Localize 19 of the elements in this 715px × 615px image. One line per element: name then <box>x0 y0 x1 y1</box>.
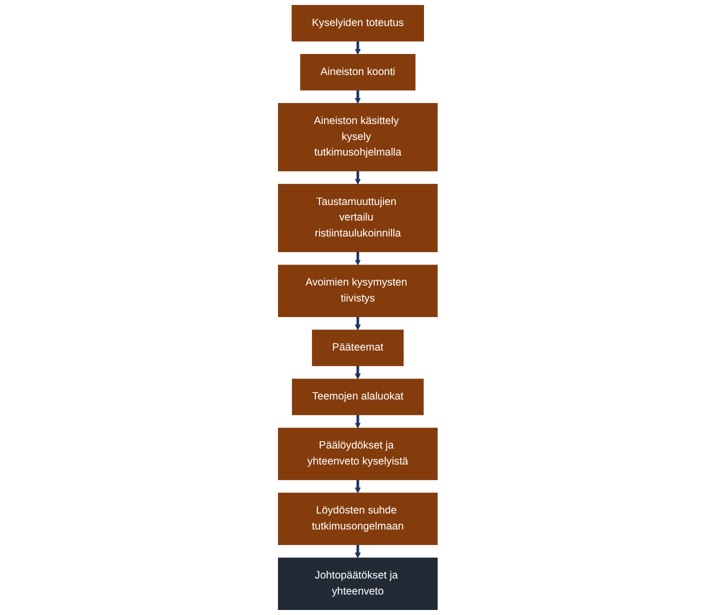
node-box: Johtopäätökset ja yhteenveto <box>278 558 438 610</box>
arrow <box>354 366 360 380</box>
arrow <box>354 316 360 330</box>
node-box: Avoimien kysymysten tiivistys <box>278 264 438 318</box>
arrow <box>354 252 360 266</box>
arrow <box>354 90 360 104</box>
arrow <box>354 544 360 558</box>
node-box: Pääteemat <box>312 330 404 366</box>
arrow <box>354 480 360 494</box>
node-box: Kyselyiden toteutus <box>291 5 424 42</box>
node-box: Teemojen alaluokat <box>292 378 424 416</box>
arrow <box>354 170 360 185</box>
node-box: Taustamuuttujien vertailu ristiintaulukoinnilla <box>278 184 438 252</box>
node-box: Aineiston koonti <box>300 54 416 90</box>
node-box: Aineiston käsittely kysely tutkimusohjelmalla <box>278 103 438 172</box>
arrow <box>354 40 360 55</box>
arrow <box>354 414 360 428</box>
node-box: Päälöydökset ja yhteenveto kyselyistä <box>278 428 438 480</box>
node-box: Löydösten suhde tutkimusongelmaan <box>278 492 438 546</box>
